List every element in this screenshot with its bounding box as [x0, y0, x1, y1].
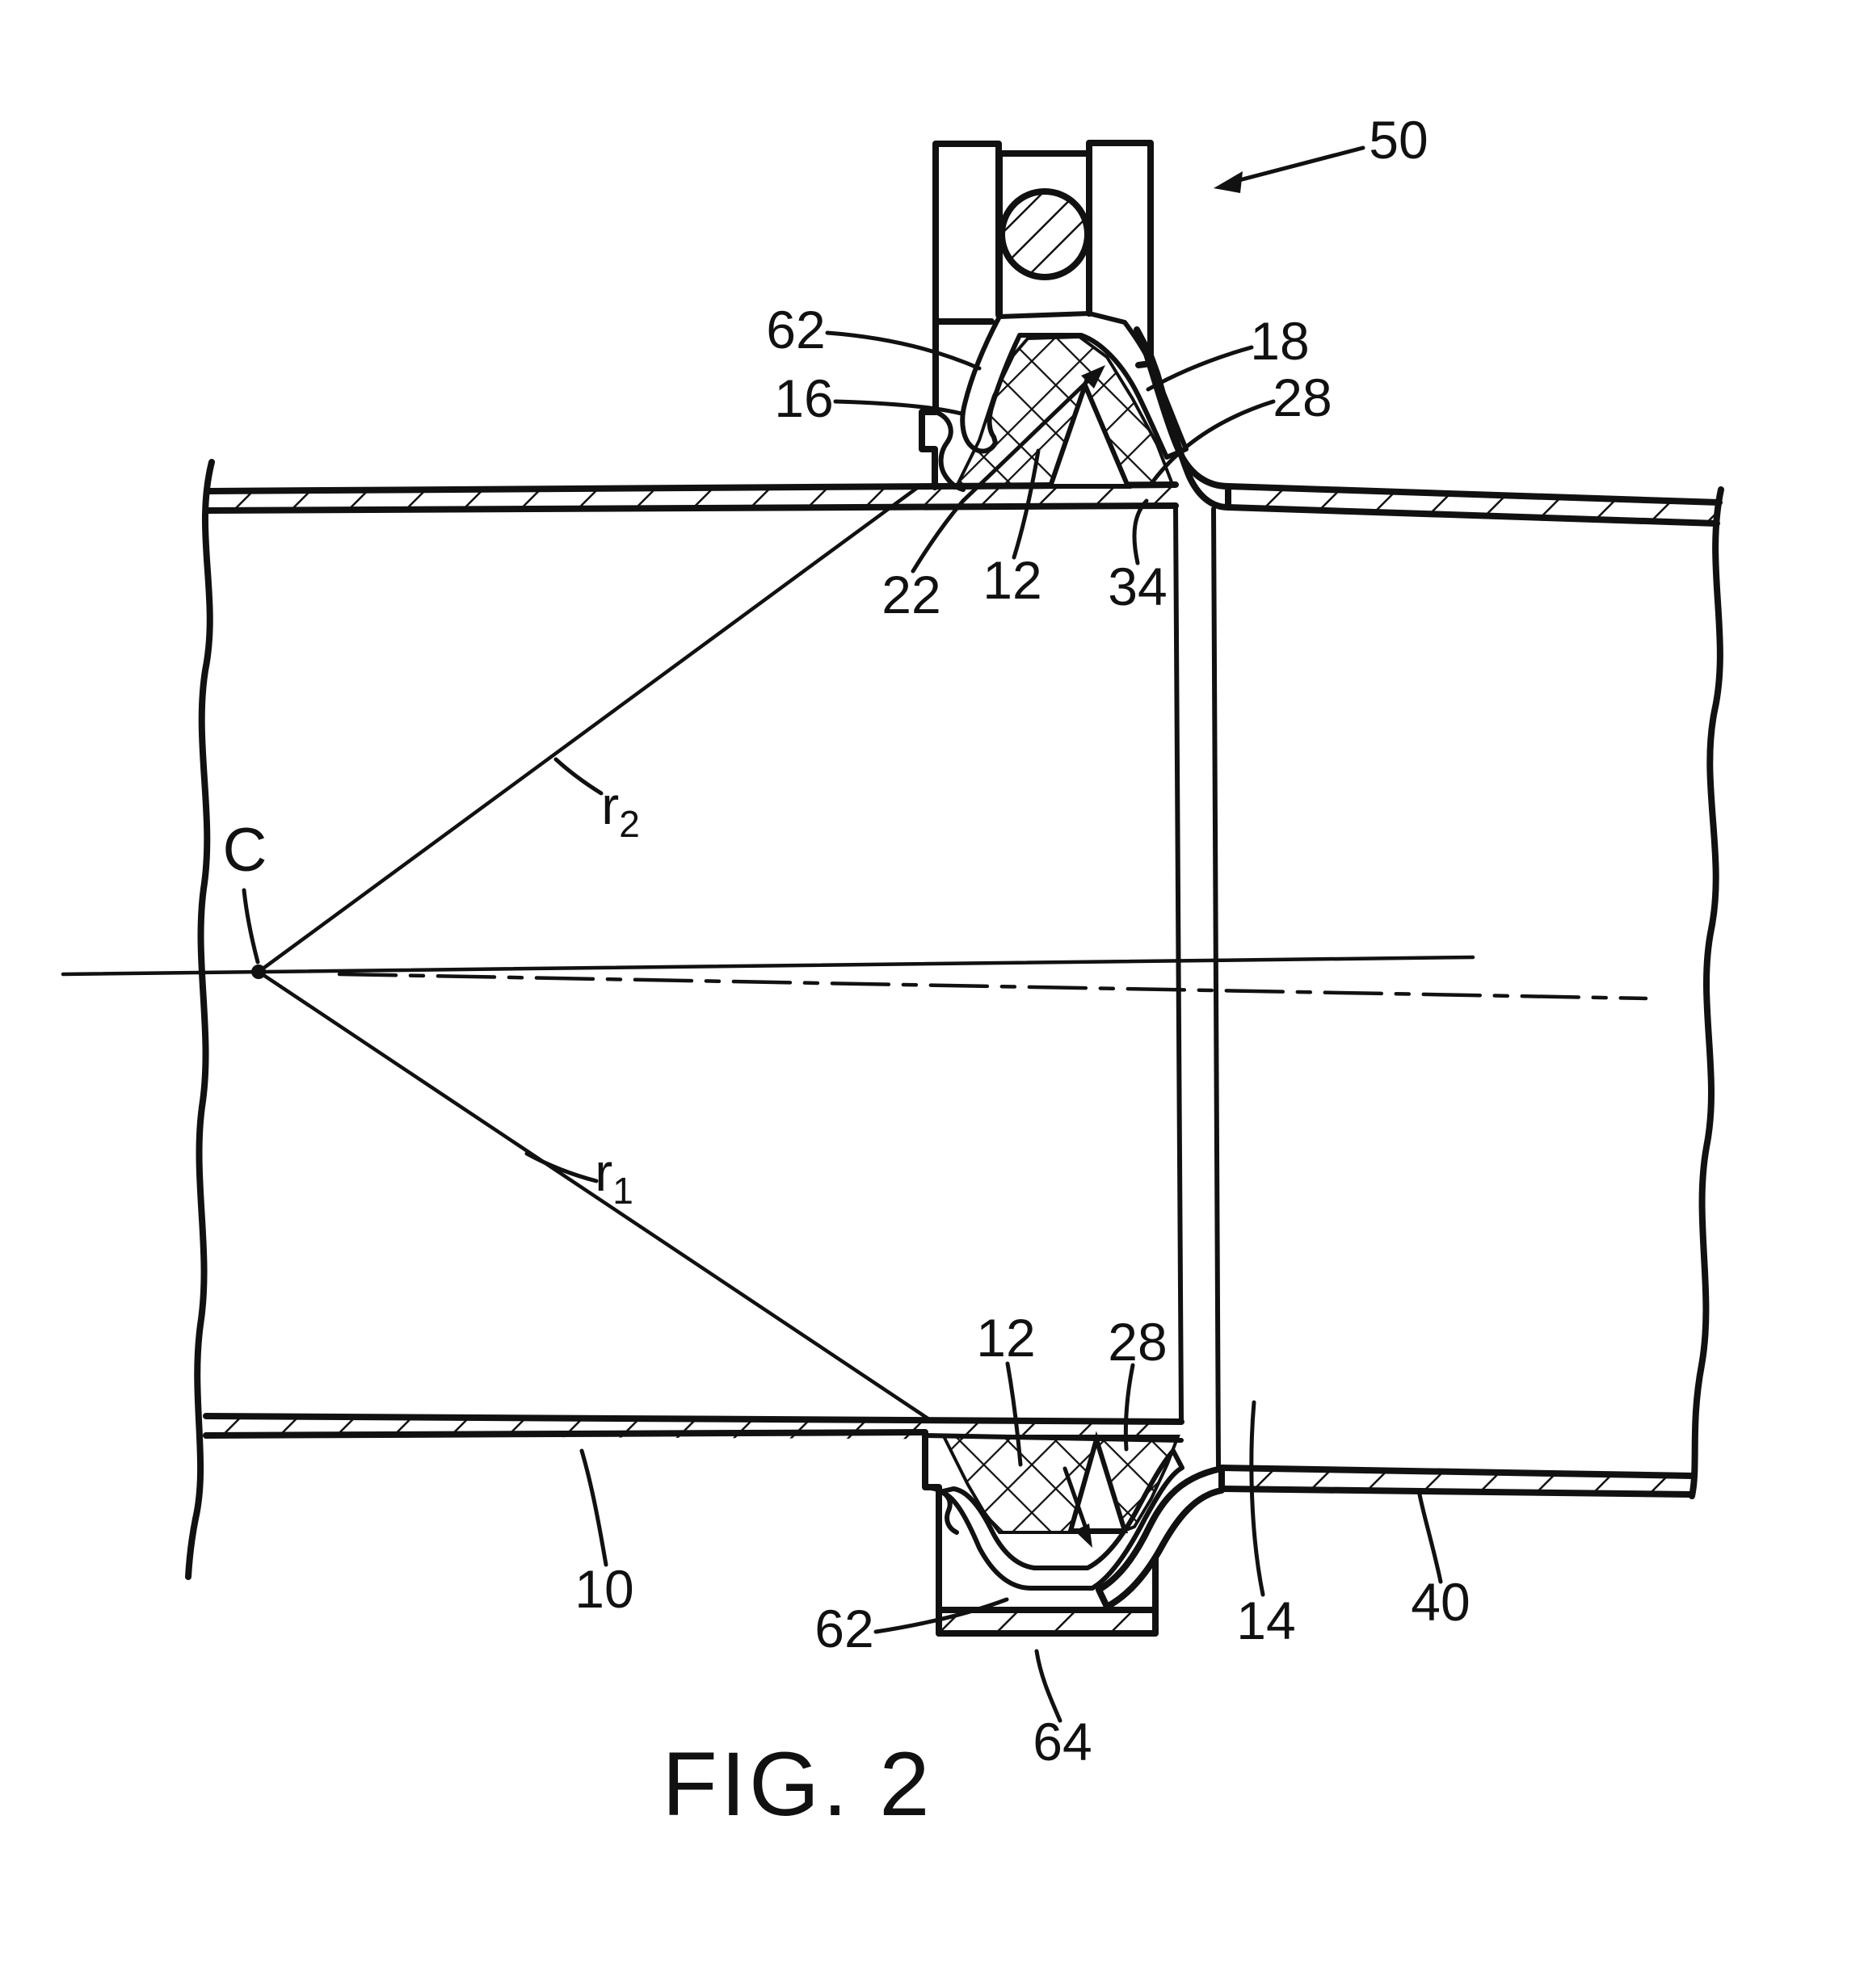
left-pipe-bottom-wall-inner-line: [203, 1413, 1184, 1425]
ref-label-10: 10: [574, 1559, 633, 1619]
leader-28-top: [1151, 399, 1276, 484]
left-pipe-bottom-wall-outer-line: [203, 1429, 928, 1439]
clamp-left-lug: [932, 141, 1002, 325]
right-pipe-bottom-bell-wall: [1096, 1465, 1225, 1610]
centerline-left-pipe: [61, 955, 1475, 977]
ref-label-50: 50: [1369, 110, 1428, 170]
ref-label-12-top: 12: [982, 550, 1041, 610]
ref-label-28-bottom: 28: [1108, 1312, 1167, 1372]
leader-64: [1034, 1649, 1062, 1723]
right-pipe-break-line: [1689, 486, 1724, 1499]
clamp-band-bottom: [937, 1448, 1184, 1591]
leader-r2: [553, 757, 604, 796]
ref-label-18: 18: [1250, 311, 1309, 371]
leader-22-arrow: [911, 377, 1092, 574]
radius-r1-label: r1: [595, 1142, 633, 1212]
ref-label-64: 64: [1033, 1712, 1092, 1772]
gasket-top-relief-wedge: [1046, 378, 1132, 489]
leader-50: [1234, 145, 1365, 183]
radius-r2-line: [256, 485, 919, 974]
leader-62-bottom: [873, 1597, 1009, 1634]
arrowhead-22: [1081, 365, 1105, 389]
clamp-bolt-section: [999, 188, 1091, 280]
clamp-bottom-flange-hatch: [939, 1610, 1155, 1633]
clamp-jaw-step: [919, 318, 939, 490]
leader-lines: [242, 145, 1443, 1723]
ref-label-62-bottom: 62: [814, 1599, 873, 1658]
radius-r1-line: [256, 969, 932, 1422]
ref-label-16: 16: [774, 368, 833, 428]
ref-label-34: 34: [1108, 557, 1167, 616]
gasket-top: [953, 334, 1176, 490]
seal-lip-arrow-bottom: [1062, 1466, 1088, 1531]
leader-12-top: [1012, 448, 1041, 560]
leader-34: [1132, 498, 1149, 565]
leader-12-bottom: [1005, 1361, 1023, 1467]
leader-18: [1146, 345, 1254, 392]
ref-label-14: 14: [1236, 1591, 1295, 1650]
radius-r2-label: r2: [601, 775, 640, 845]
clamp-assembly-top: [919, 140, 1189, 492]
reference-labels: 50 62 16 18 28 22 12 34 12 28 62 14 40 1…: [223, 110, 1471, 1835]
left-pipe-top-wall-inner-line: [205, 502, 1179, 514]
ref-label-40: 40: [1411, 1572, 1470, 1632]
leader-40: [1417, 1492, 1443, 1584]
leader-10: [579, 1448, 608, 1567]
arrowhead-50: [1214, 171, 1243, 193]
clamp-assembly-bottom: [922, 1431, 1184, 1637]
figure-caption: FIG. 2: [662, 1734, 932, 1835]
right-pipe-top-wall-inner-line: [1225, 504, 1720, 527]
leader-r1: [524, 1151, 599, 1183]
leader-c: [242, 888, 260, 965]
clamp-band-top: [960, 311, 1189, 460]
arrowhead-seal-lip: [1075, 1524, 1092, 1548]
left-pipe-spigot: [185, 459, 1184, 1580]
ref-label-12-bottom: 12: [976, 1308, 1035, 1368]
leader-62-top: [825, 330, 982, 371]
ref-label-28-top: 28: [1273, 368, 1332, 427]
ref-label-22: 22: [882, 565, 940, 624]
clamp-bottom-left-edge: [922, 1432, 942, 1637]
right-pipe-top-wall-hatch: [1228, 486, 1719, 523]
right-pipe-top-wall-outer-line: [1225, 483, 1723, 506]
right-pipe-bottom-wall-outer-line: [1218, 1486, 1694, 1498]
socket-mouth-line: [1211, 506, 1221, 1470]
right-pipe-bottom-wall-inner-line: [1218, 1465, 1697, 1479]
leader-16: [833, 399, 964, 416]
centerline-right-pipe-dashdot: [337, 972, 1648, 1001]
gasket-bottom-relief-wedge: [1067, 1431, 1129, 1533]
ref-label-62-top: 62: [766, 300, 825, 359]
construction-lines: [61, 485, 1648, 1422]
left-pipe-break-line: [185, 459, 215, 1580]
right-pipe-top-bell-wall: [1134, 326, 1231, 511]
leader-14: [1249, 1400, 1265, 1597]
center-point-label: C: [223, 816, 267, 885]
clamp-jaw-fillet: [933, 410, 966, 492]
right-pipe-bell: [1096, 326, 1724, 1610]
leader-28-bottom: [1123, 1363, 1135, 1452]
